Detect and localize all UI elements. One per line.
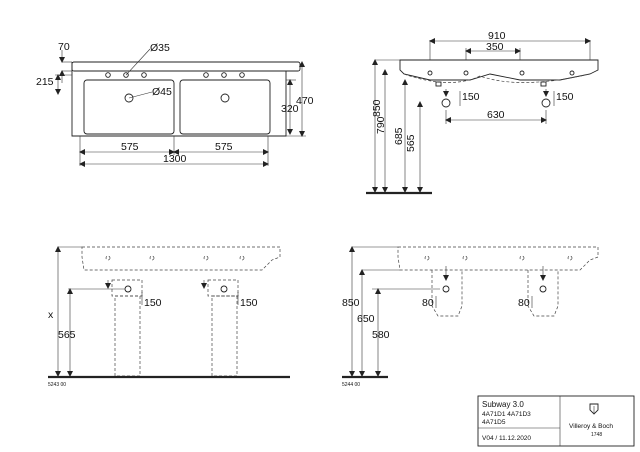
dim-575-right: 575 xyxy=(215,141,233,153)
bowl-right xyxy=(179,79,271,135)
dim-580: 580 xyxy=(372,329,390,341)
dim-565-front: 565 xyxy=(58,329,76,341)
title-block: Subway 3.0 4A71D1 4A71D3 4A71D5 V04 / 11… xyxy=(477,395,635,447)
product-codes-1: 4A71D1 4A71D3 xyxy=(482,411,531,418)
dim-790: 790 xyxy=(375,116,387,134)
product-name: Subway 3.0 xyxy=(482,400,524,409)
dim-80-left: 80 xyxy=(422,297,434,309)
pedestal-right xyxy=(211,295,238,377)
dim-850: 850 xyxy=(371,99,383,117)
dim-910: 910 xyxy=(488,30,506,42)
dim-150-side-left: 150 xyxy=(462,91,480,103)
basin-profile xyxy=(399,59,599,81)
dim-320: 320 xyxy=(281,103,299,115)
dim-150-side-right: 150 xyxy=(556,91,574,103)
basin-outline xyxy=(71,61,301,72)
dim-630: 630 xyxy=(487,109,505,121)
side-tap-holes xyxy=(427,70,575,76)
dim-x: x xyxy=(48,309,54,321)
dim-70: 70 xyxy=(58,41,70,53)
dim-80-right: 80 xyxy=(518,297,530,309)
front-view-half-pedestals: 80 80 850 650 580 5244 00 xyxy=(342,246,599,388)
waste-outlet-left xyxy=(441,98,451,108)
dim-dia45: Ø45 xyxy=(152,86,172,98)
dim-850-front: 850 xyxy=(342,297,360,309)
drain-right xyxy=(220,93,230,103)
dim-350: 350 xyxy=(486,41,504,53)
pedestal-left xyxy=(114,295,141,377)
brand-logo-icon xyxy=(589,403,599,415)
version-date: V04 / 11.12.2020 xyxy=(482,435,531,442)
brand-year: 1748 xyxy=(591,432,602,438)
bowl-left xyxy=(83,79,175,135)
waste-outlet-right xyxy=(541,98,551,108)
dim-dia35: Ø35 xyxy=(150,42,170,54)
tap-holes xyxy=(105,72,245,78)
product-codes-2: 4A71D5 xyxy=(482,419,506,426)
front-view-pedestals: 150 150 x 565 5243 00 xyxy=(48,246,290,388)
top-view: 70 215 Ø35 Ø45 320 470 575 575 1300 xyxy=(36,41,314,167)
dim-575-left: 575 xyxy=(121,141,139,153)
dim-150-front-left: 150 xyxy=(144,297,162,309)
drain-left xyxy=(124,93,134,103)
side-view: 910 350 850 790 685 565 150 150 630 xyxy=(366,30,599,195)
dim-685: 685 xyxy=(393,127,405,145)
brand-name: Villeroy & Boch xyxy=(569,423,613,430)
code-5244: 5244 00 xyxy=(342,382,360,388)
code-5243: 5243 00 xyxy=(48,382,66,388)
basin-body xyxy=(71,62,287,137)
dim-565: 565 xyxy=(405,134,417,152)
dim-215: 215 xyxy=(36,76,54,88)
dim-470: 470 xyxy=(296,95,314,107)
dim-150-front-right: 150 xyxy=(240,297,258,309)
half-pedestal-left xyxy=(431,270,463,317)
half-pedestal-right xyxy=(527,270,559,317)
dim-1300: 1300 xyxy=(163,153,187,165)
dim-650: 650 xyxy=(357,313,375,325)
